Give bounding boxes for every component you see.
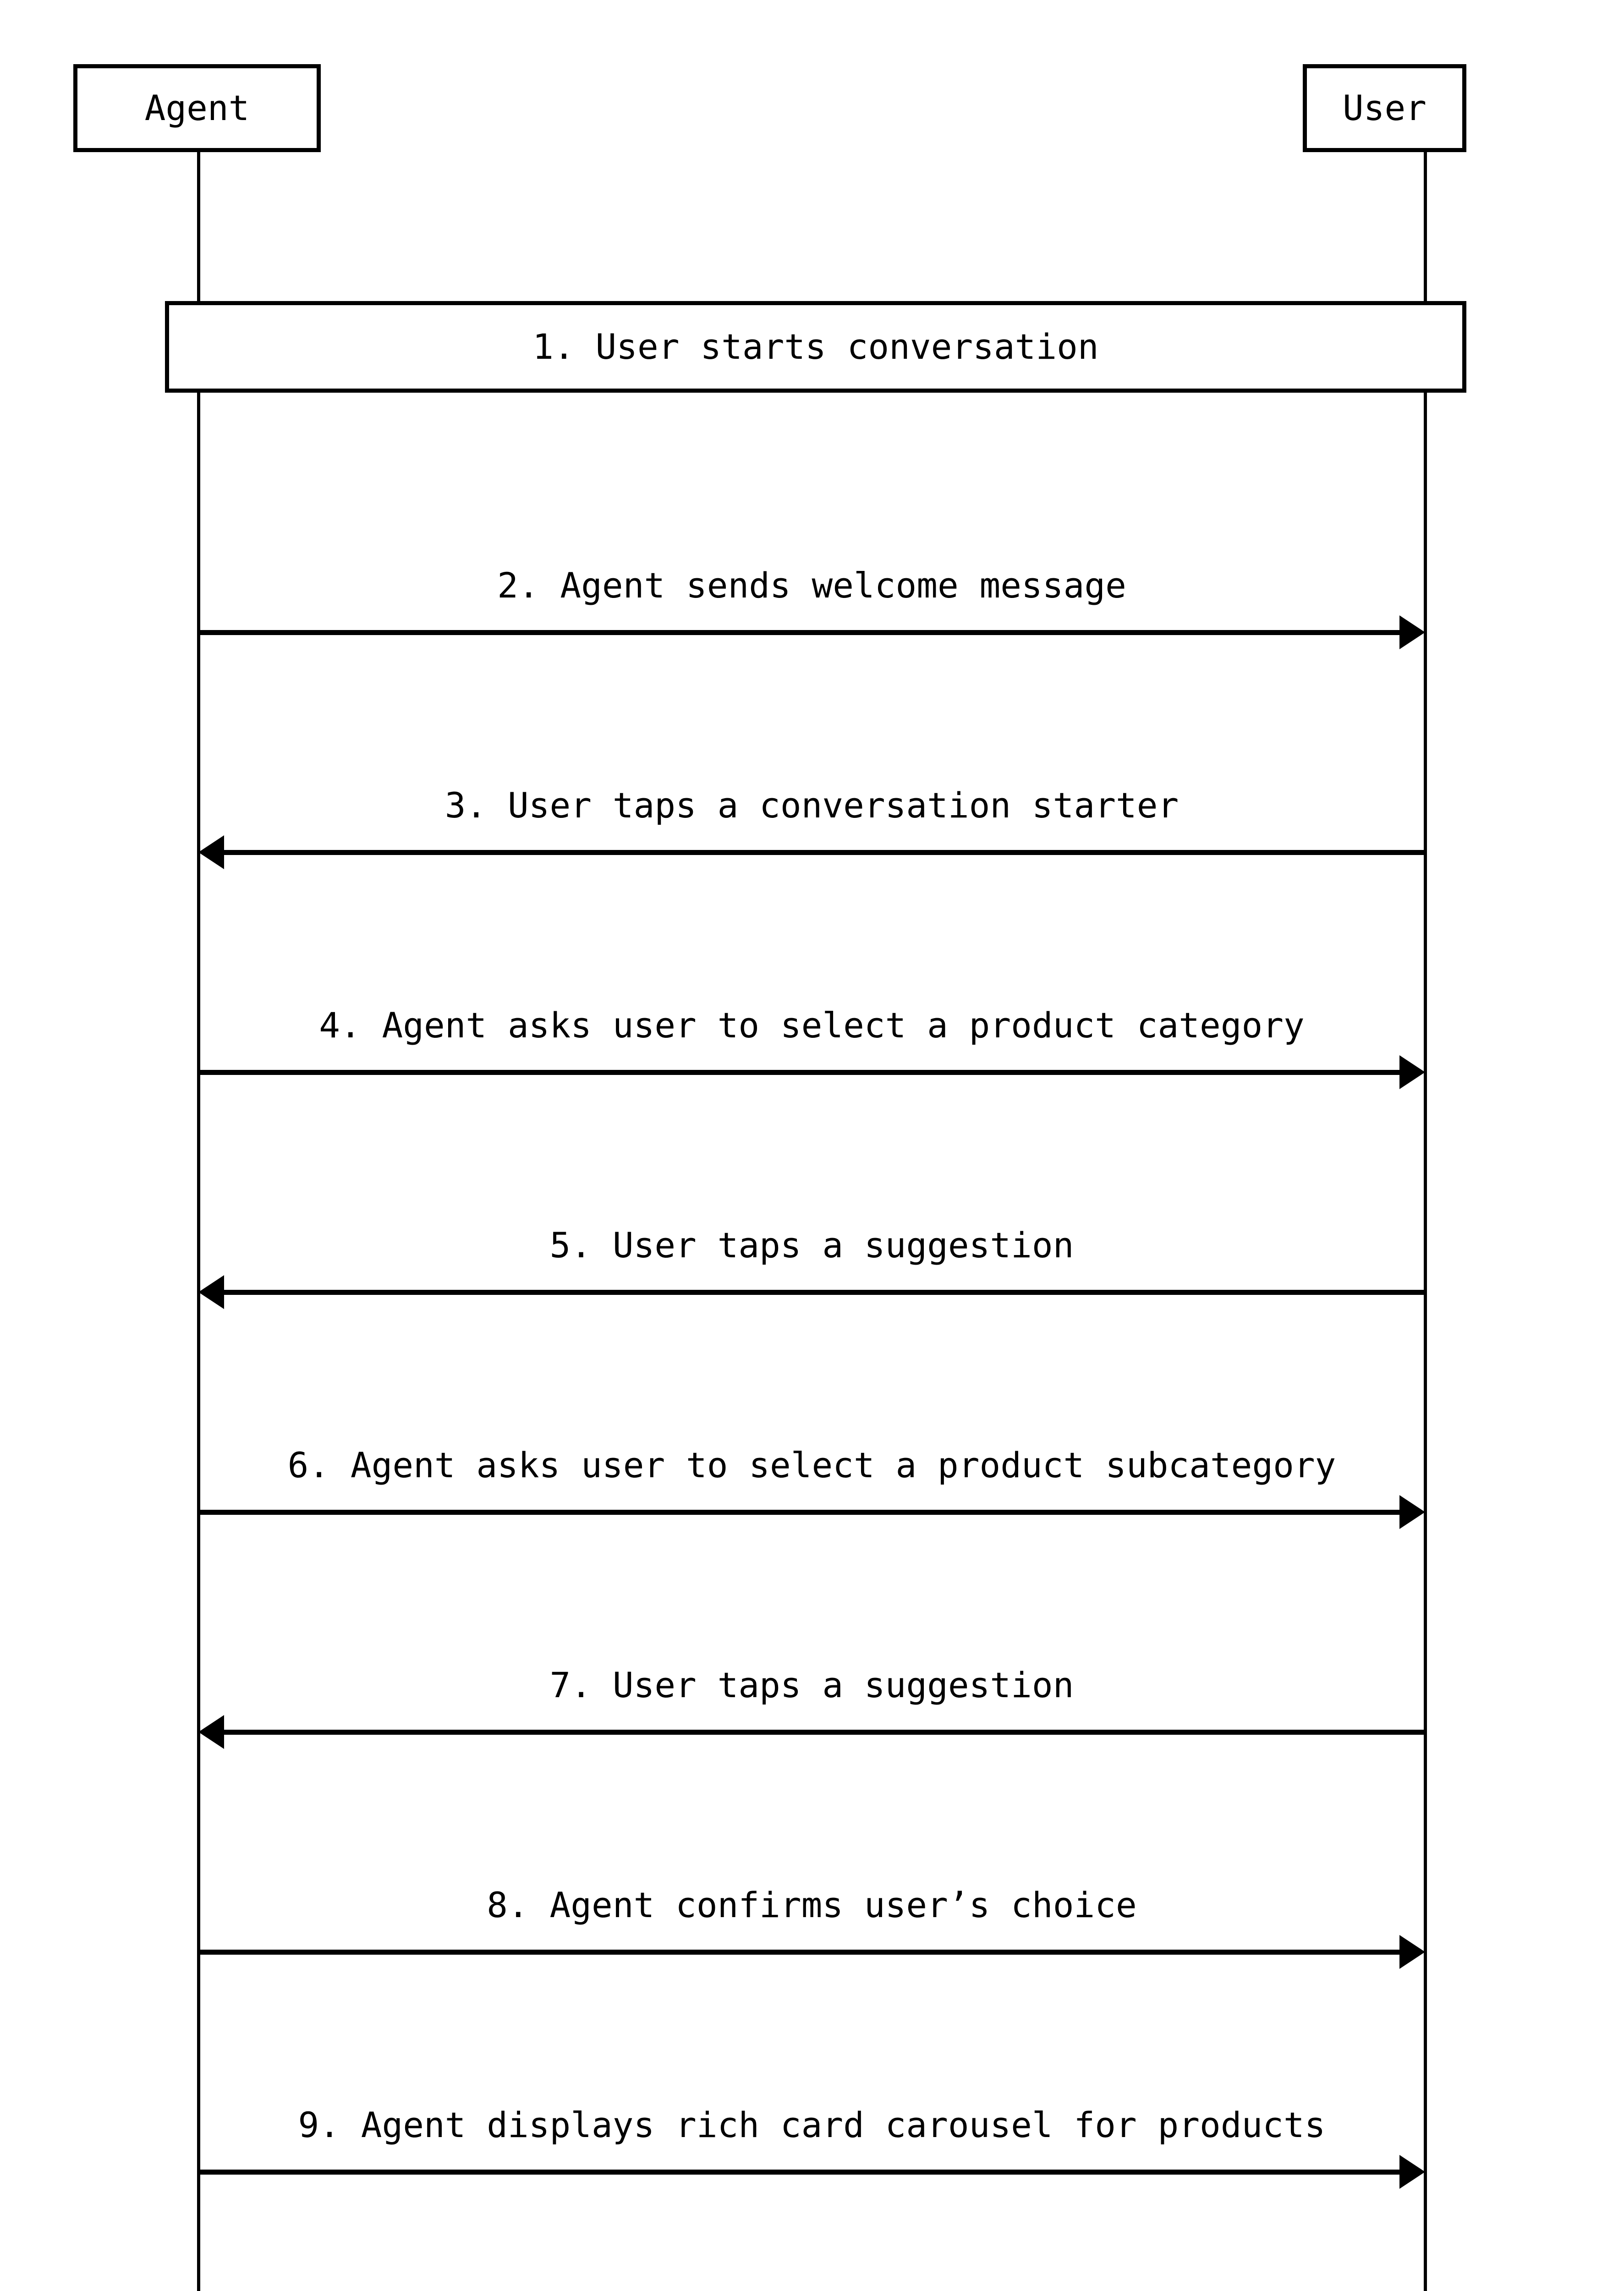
- note-box-step-1[interactable]: 1. User starts conversation: [165, 301, 1466, 393]
- message-label: 2. Agent sends welcome message: [497, 565, 1126, 606]
- arrowhead-right: [1399, 615, 1425, 649]
- message-label: 8. Agent confirms user’s choice: [487, 1885, 1137, 1925]
- participant-label: User: [1342, 88, 1427, 128]
- arrowhead-right: [1399, 1935, 1425, 1969]
- message-line: [219, 1290, 1425, 1295]
- message-label: 6. Agent asks user to select a product s…: [287, 1445, 1336, 1485]
- message-line: [198, 630, 1404, 635]
- arrowhead-right: [1399, 1495, 1425, 1529]
- message-line: [198, 1950, 1404, 1955]
- note-label: 1. User starts conversation: [532, 326, 1099, 367]
- message-line: [219, 850, 1425, 855]
- message-line: [198, 1510, 1404, 1515]
- message-line: [198, 1070, 1404, 1075]
- message-label: 5. User taps a suggestion: [549, 1225, 1074, 1266]
- lifeline-user: [1423, 152, 1427, 2291]
- message-label: 7. User taps a suggestion: [549, 1665, 1074, 1705]
- message-label: 9. Agent displays rich card carousel for…: [298, 2105, 1326, 2145]
- lifeline-agent: [197, 152, 200, 2291]
- participant-box-user-header[interactable]: User: [1303, 64, 1466, 152]
- message-label: 4. Agent asks user to select a product c…: [319, 1005, 1305, 1046]
- participant-label: Agent: [144, 88, 250, 128]
- message-line: [198, 2170, 1404, 2175]
- message-label: 3. User taps a conversation starter: [444, 785, 1179, 826]
- arrowhead-right: [1399, 1055, 1425, 1089]
- message-line: [219, 1730, 1425, 1735]
- participant-box-agent-header[interactable]: Agent: [73, 64, 321, 152]
- arrowhead-left: [198, 1275, 224, 1309]
- arrowhead-left: [198, 1715, 224, 1749]
- arrowhead-right: [1399, 2155, 1425, 2189]
- arrowhead-left: [198, 835, 224, 869]
